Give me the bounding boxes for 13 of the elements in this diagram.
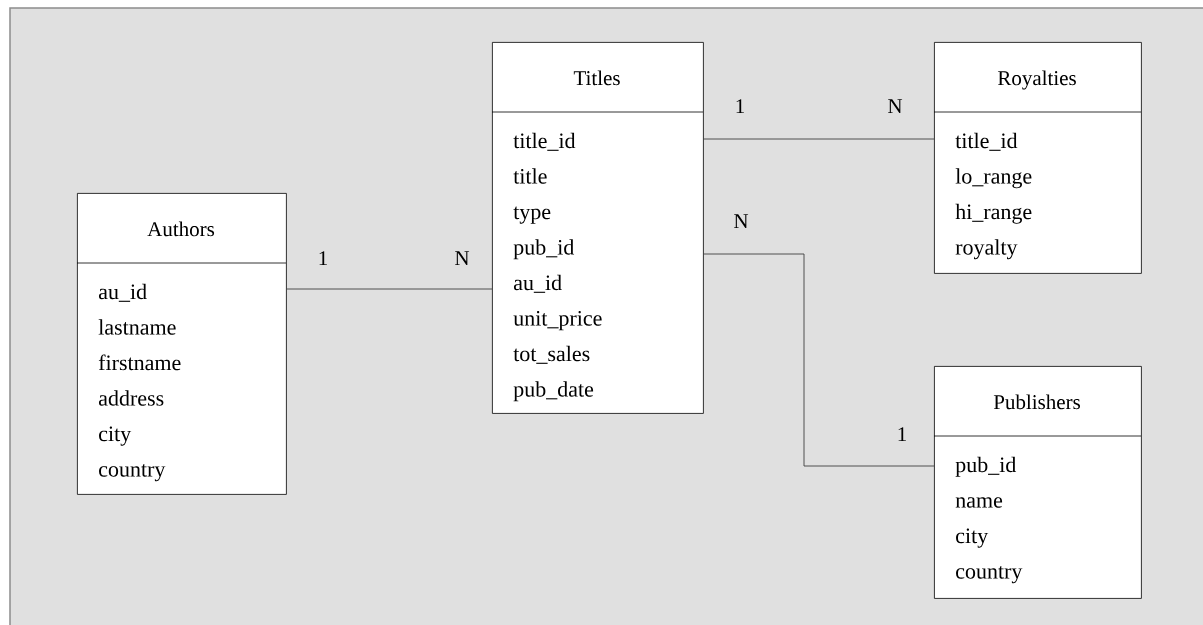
cardinality-label: 1 (898, 427, 906, 441)
cardinality-label: N (455, 251, 470, 265)
entity-box: Royalties title_id lo_range hi_range royalty (933, 42, 1142, 274)
cardinality-label: 1 (736, 99, 744, 113)
cardinality-label: N (734, 214, 749, 228)
connector-line (286, 288, 493, 290)
entity-box: Authors au_id lastname firstname address city country (76, 193, 287, 495)
entity-box: Publishers pub_id name city country (933, 366, 1142, 599)
connector-line (703, 253, 935, 467)
connector-line (703, 138, 935, 140)
entity-box: Titles title_id title type pub_id au_id unit_price tot_sales pub_date (491, 42, 704, 414)
cardinality-label: N (888, 99, 903, 113)
cardinality-label: 1 (319, 251, 327, 265)
